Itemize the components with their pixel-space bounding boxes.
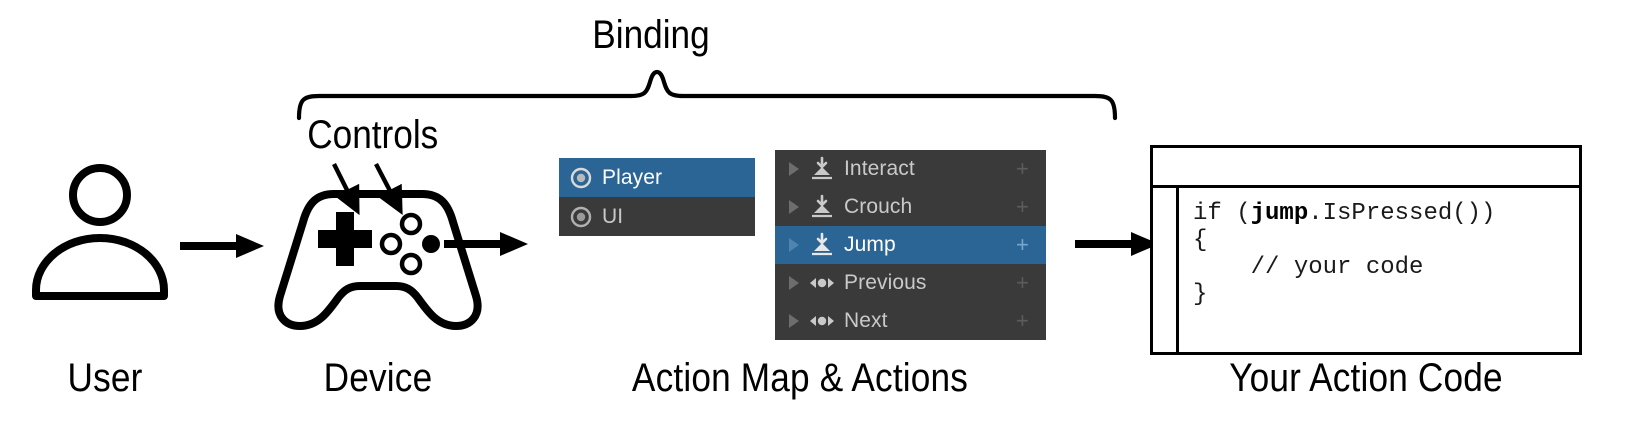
code-text[interactable]: if (jump.IsPressed()) { // your code } (1179, 188, 1579, 352)
action-map-icon (570, 167, 592, 189)
code-line-4: } (1193, 281, 1208, 308)
action-maps-panel[interactable]: Player UI (559, 158, 755, 236)
gamepad-icon (274, 190, 482, 330)
action-map-row-ui[interactable]: UI (559, 197, 755, 236)
chevron-right-icon[interactable] (783, 234, 805, 256)
callout-arrow-icon (332, 162, 403, 216)
caption-user: User (67, 356, 143, 400)
user-avatar-icon (32, 164, 168, 300)
code-line-1: if (jump.IsPressed()) (1193, 200, 1496, 227)
actions-panel[interactable]: Interact + Crouch + (775, 150, 1046, 340)
right-arrow-icon (180, 234, 264, 258)
chevron-right-icon[interactable] (783, 196, 805, 218)
chevron-right-icon[interactable] (783, 310, 805, 332)
button-press-icon (809, 194, 835, 219)
add-binding-button[interactable]: + (1016, 232, 1029, 257)
action-row-jump[interactable]: Jump + (775, 226, 1046, 264)
action-row-previous[interactable]: Previous + (775, 264, 1046, 302)
chevron-right-icon[interactable] (783, 272, 805, 294)
code-window[interactable]: if (jump.IsPressed()) { // your code } (1150, 145, 1582, 355)
caption-action-map: Action Map & Actions (631, 356, 969, 400)
action-row-interact[interactable]: Interact + (775, 150, 1046, 188)
add-binding-button[interactable]: + (1016, 156, 1029, 181)
action-label: Crouch (844, 195, 913, 218)
action-label: Interact (844, 157, 915, 180)
action-map-row-player[interactable]: Player (559, 158, 755, 197)
code-window-titlebar (1153, 148, 1579, 188)
action-label: Jump (844, 233, 896, 256)
right-arrow-icon (444, 232, 528, 256)
button-press-icon (809, 232, 835, 257)
right-arrow-icon (1075, 232, 1159, 256)
action-row-next[interactable]: Next + (775, 302, 1046, 340)
controls-label: Controls (307, 113, 439, 157)
axis-icon (809, 309, 835, 333)
axis-icon (809, 271, 835, 295)
curly-brace-icon (296, 69, 1118, 121)
button-press-icon (809, 156, 835, 181)
action-map-icon (570, 206, 592, 228)
action-map-label: Player (602, 165, 663, 189)
add-binding-button[interactable]: + (1016, 194, 1029, 219)
code-line-2: { (1193, 227, 1208, 254)
action-label: Previous (844, 271, 927, 294)
action-map-label: UI (602, 204, 624, 228)
action-label: Next (844, 309, 888, 332)
action-row-crouch[interactable]: Crouch + (775, 188, 1046, 226)
code-gutter (1153, 188, 1179, 352)
caption-code: Your Action Code (1229, 356, 1503, 400)
add-binding-button[interactable]: + (1016, 308, 1029, 333)
binding-label: Binding (592, 13, 710, 57)
add-binding-button[interactable]: + (1016, 270, 1029, 295)
chevron-right-icon[interactable] (783, 158, 805, 180)
code-line-3: // your code (1193, 254, 1424, 281)
caption-device: Device (323, 356, 433, 400)
